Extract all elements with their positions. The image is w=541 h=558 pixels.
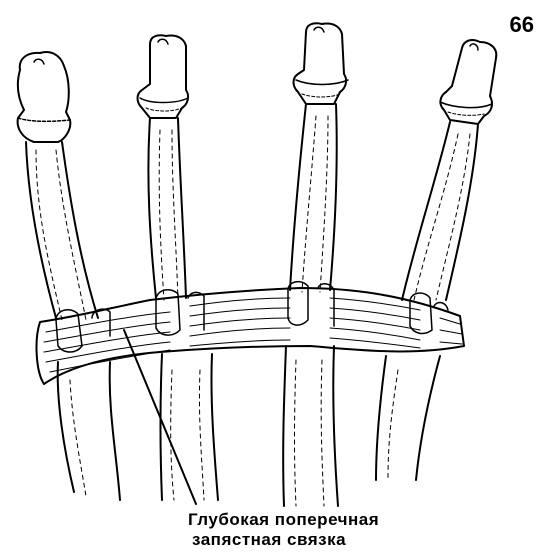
metacarpal-bone-1 (18, 52, 120, 500)
metacarpal-bone-2 (138, 35, 219, 500)
page-number: 66 (510, 12, 534, 38)
ligament-label-line-1: Глубокая поперечная (188, 510, 428, 530)
leader-line (124, 330, 196, 504)
deep-transverse-ligament (37, 282, 464, 384)
metacarpal-bone-3 (283, 23, 348, 506)
ligament-label-line-2: запястная связка (188, 530, 428, 550)
ligament-label: Глубокая поперечная запястная связка (188, 510, 428, 550)
metacarpal-bone-4 (376, 40, 496, 480)
